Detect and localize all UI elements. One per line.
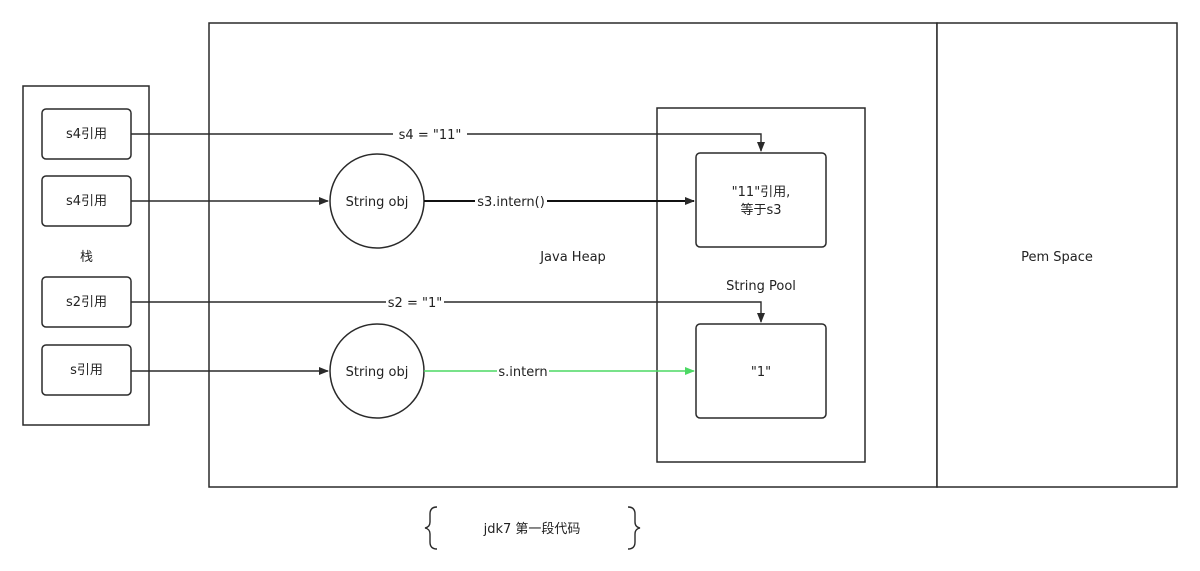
pool-entry-11-line2: 等于s3 — [740, 202, 781, 218]
pool-entry-11-line1: "11"引用, — [732, 185, 791, 200]
edge-s4-assign-label-bg — [393, 126, 467, 142]
pool-entry-11 — [695, 152, 827, 248]
stack-ref-label-2: s4引用 — [66, 194, 107, 209]
stack-ref-label-4: s引用 — [70, 363, 103, 378]
edge-s-intern-label: s.intern — [498, 365, 547, 380]
stack-ref-s — [41, 344, 132, 396]
java-heap-label: Java Heap — [539, 250, 606, 265]
perm-space-label: Pem Space — [1021, 250, 1093, 265]
string-obj-2-label: String obj — [346, 365, 409, 380]
caption: jdk7 第一段代码 — [483, 522, 581, 537]
edge-s3-intern-label-bg — [475, 193, 547, 209]
string-pool-label: String Pool — [726, 279, 796, 294]
caption-left-brace-icon — [424, 506, 438, 550]
edge-s4-assign-label: s4 = "11" — [399, 128, 462, 143]
edge-s4-assign — [131, 133, 765, 152]
stack-ref-label-3: s2引用 — [66, 295, 107, 310]
stack-label: 栈 — [80, 250, 93, 265]
pool-entry-1 — [695, 323, 827, 419]
string-obj-1-label: String obj — [346, 195, 409, 210]
edge-s2-assign-label-bg — [386, 294, 444, 310]
edge-s-intern-label-bg — [497, 363, 549, 379]
pool-entry-1-label: "1" — [751, 365, 771, 380]
perm-space-region — [936, 22, 1178, 488]
caption-right-brace-icon — [627, 506, 641, 550]
edge-s2-assign-label: s2 = "1" — [388, 296, 442, 311]
edge-s2-assign — [131, 301, 765, 323]
stack-ref-label-1: s4引用 — [66, 127, 107, 142]
edge-s3-intern-label: s3.intern() — [477, 195, 545, 210]
